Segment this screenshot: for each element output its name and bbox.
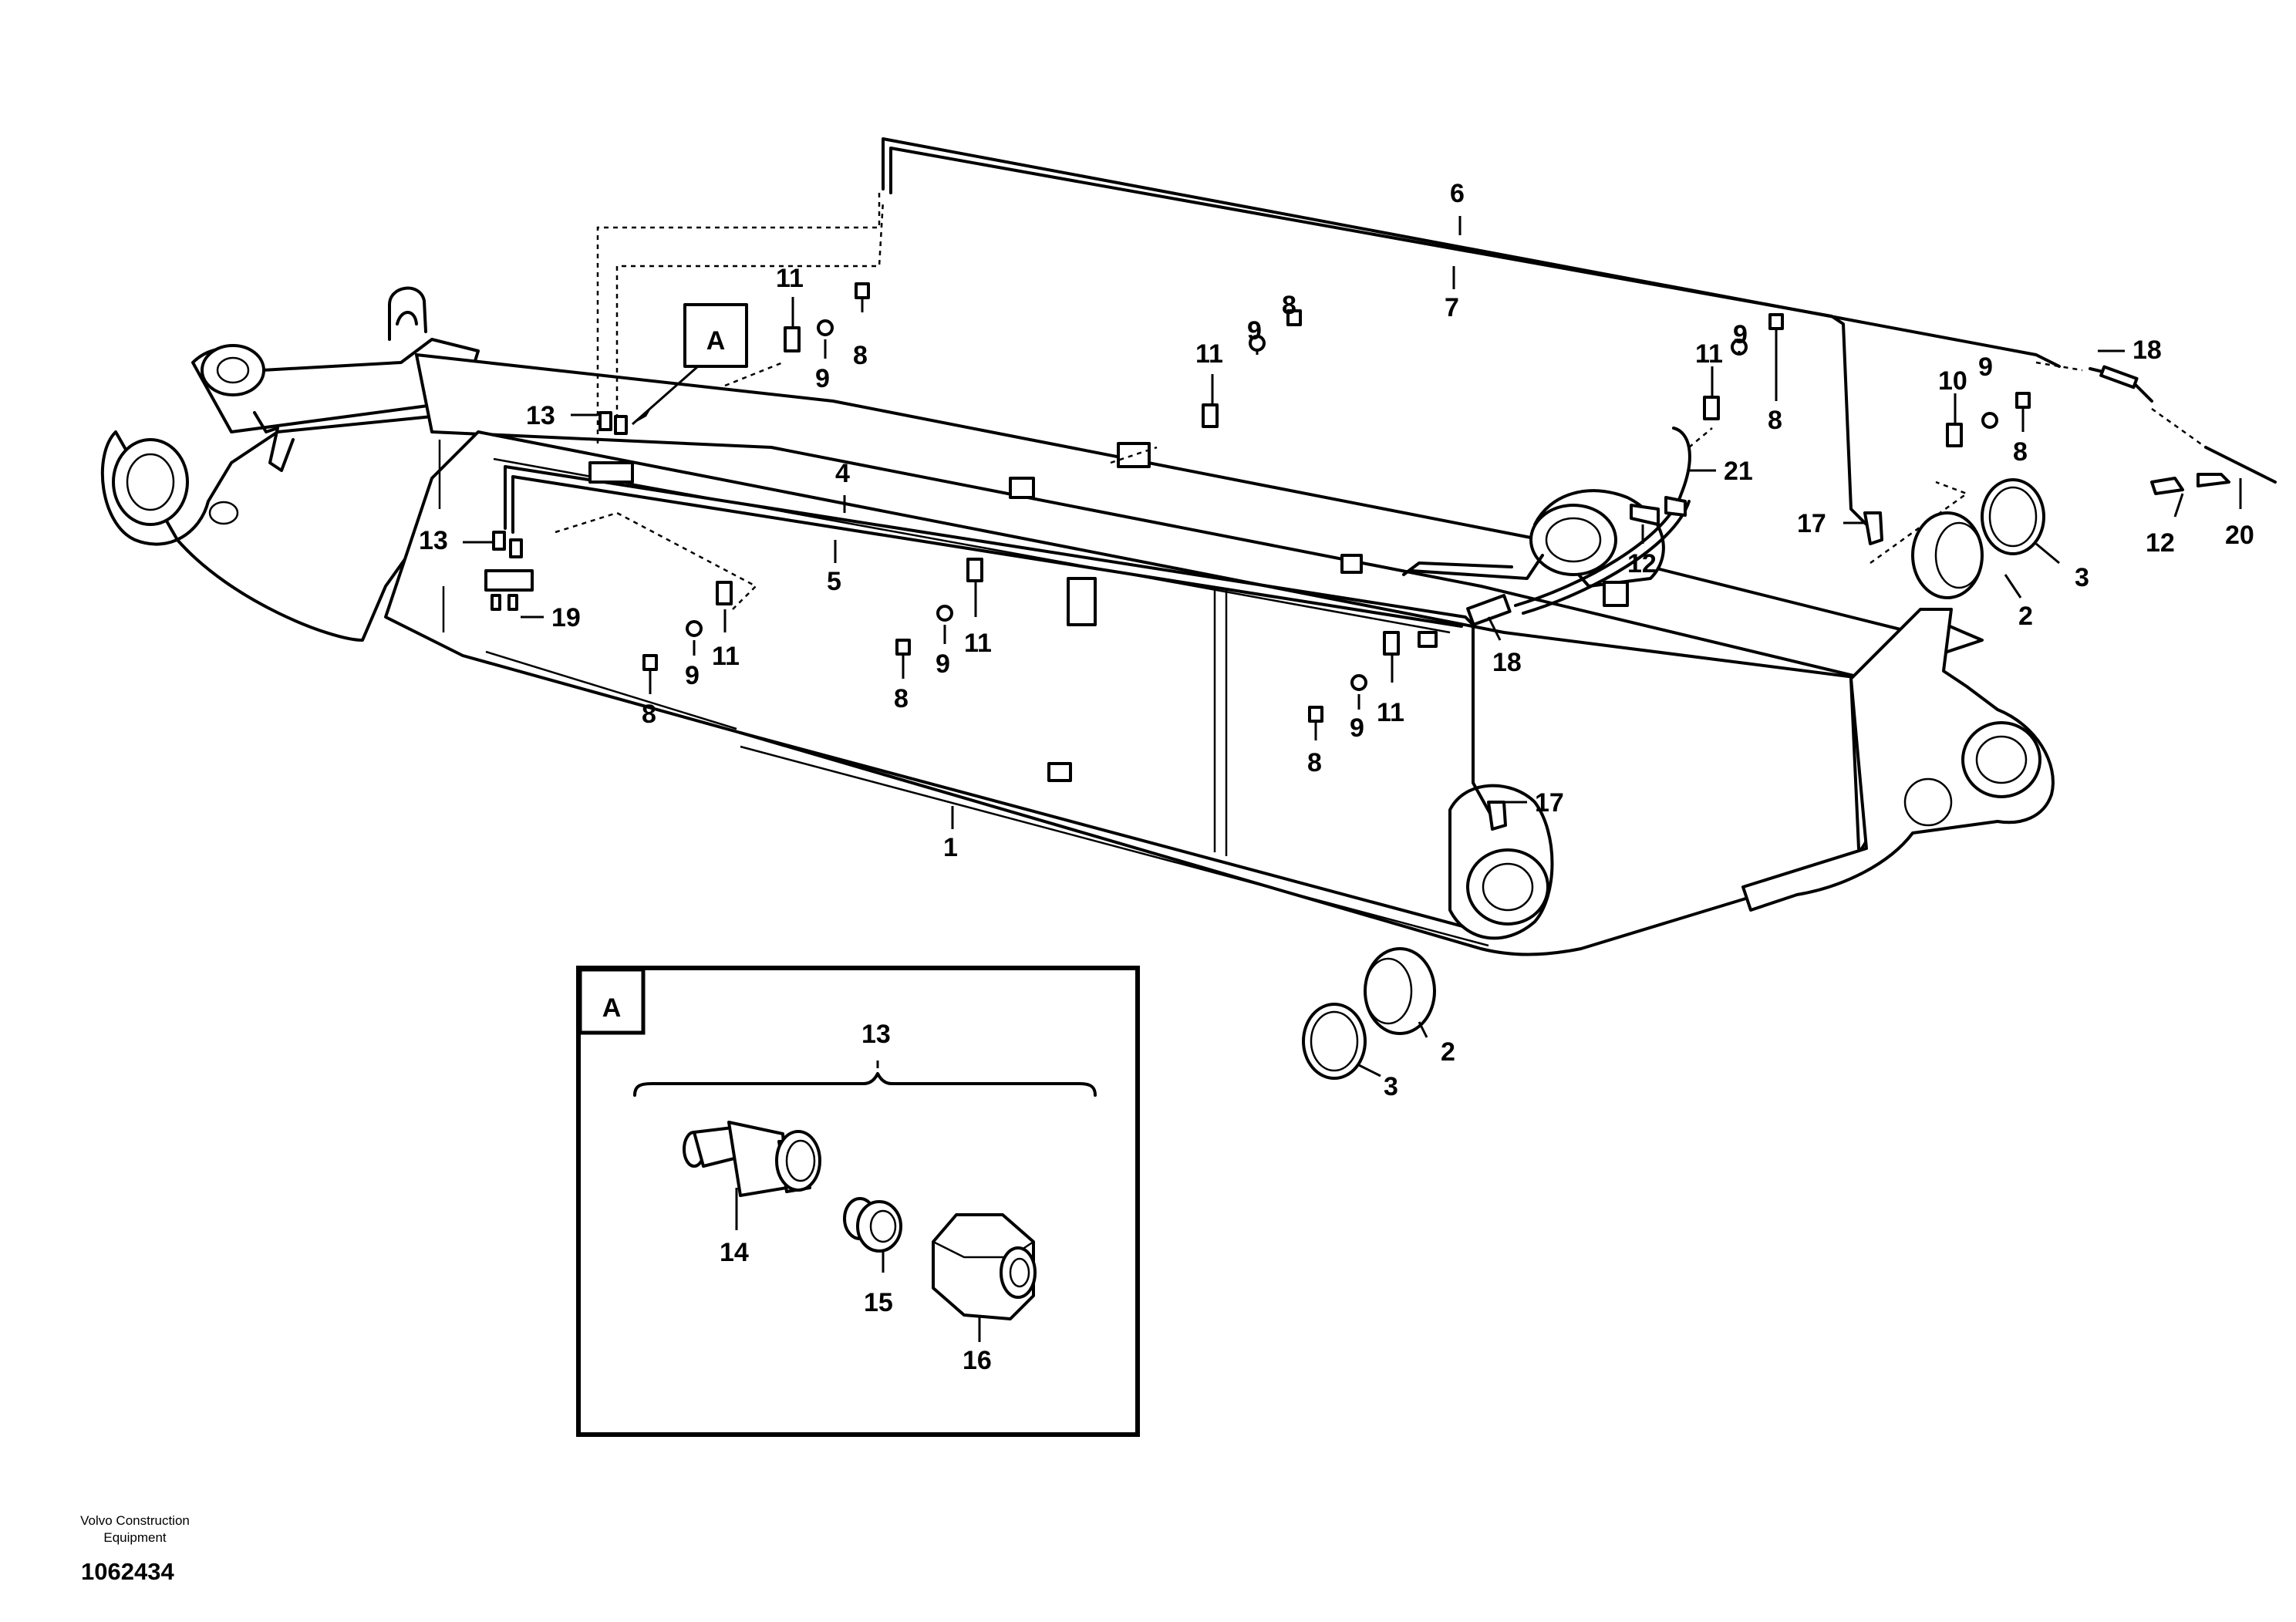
callout-14: 14 bbox=[720, 1238, 749, 1267]
callout-21: 21 bbox=[1724, 457, 1753, 486]
callout-8-c: 8 bbox=[1768, 406, 1782, 435]
boom-body bbox=[100, 286, 2055, 956]
callout-20: 20 bbox=[2225, 521, 2254, 550]
callout-8-d: 8 bbox=[2013, 437, 2028, 467]
callout-9-g: 9 bbox=[1350, 713, 1364, 743]
callout-3-lower: 3 bbox=[1384, 1072, 1398, 1101]
callout-11-e: 11 bbox=[964, 629, 992, 658]
callout-8-g: 8 bbox=[1307, 748, 1322, 777]
part-14-connector bbox=[683, 1121, 821, 1197]
callout-13-a: 13 bbox=[526, 401, 555, 430]
callout-5: 5 bbox=[827, 567, 841, 596]
callout-1: 1 bbox=[943, 833, 958, 862]
pipe-lines-6-7 bbox=[882, 137, 2277, 526]
callout-11-a: 11 bbox=[776, 264, 804, 293]
callout-11-d: 11 bbox=[712, 642, 740, 671]
callout-3-right: 3 bbox=[2075, 563, 2089, 592]
detail-a-flag-letter: A bbox=[706, 326, 726, 356]
callout-9-b: 9 bbox=[1247, 316, 1262, 346]
callout-7: 7 bbox=[1445, 293, 1459, 322]
callout-2-right: 2 bbox=[2018, 602, 2033, 631]
callout-11-c: 11 bbox=[1695, 339, 1723, 369]
callout-11-f: 11 bbox=[1377, 698, 1404, 727]
footer: Volvo Construction Equipment 1062434 bbox=[80, 1513, 190, 1585]
detail-a-flag: A bbox=[632, 303, 748, 426]
callout-11-b: 11 bbox=[1195, 339, 1223, 369]
fittings-13 bbox=[484, 411, 1883, 831]
callout-18-right: 18 bbox=[2132, 336, 2162, 365]
callout-9-f: 9 bbox=[936, 649, 950, 679]
callout-leaders bbox=[463, 216, 2242, 1342]
callout-16: 16 bbox=[963, 1346, 992, 1375]
callout-13-inset: 13 bbox=[861, 1020, 891, 1049]
callout-numbers: 1 2 2 3 3 4 5 6 7 8 8 8 8 8 8 8 9 9 9 9 … bbox=[419, 179, 2254, 1375]
callout-17-a: 17 bbox=[1797, 509, 1826, 538]
pipe-lines-4-5 bbox=[504, 465, 1494, 819]
bushings-and-seals bbox=[1302, 478, 2045, 1080]
callout-9-d: 9 bbox=[1978, 352, 1993, 382]
callout-13-b: 13 bbox=[419, 526, 448, 555]
part-15-cutting-ring bbox=[843, 1197, 902, 1253]
callout-9-c: 9 bbox=[1733, 320, 1748, 349]
callout-12-right: 12 bbox=[2146, 528, 2175, 558]
callout-10: 10 bbox=[1938, 366, 1967, 396]
detail-a-inset-letter: A bbox=[602, 993, 622, 1023]
callout-9-e: 9 bbox=[685, 661, 700, 690]
callout-8-a: 8 bbox=[853, 341, 868, 370]
callout-8-e: 8 bbox=[642, 700, 656, 729]
maker-name-line1: Volvo Construction bbox=[80, 1513, 190, 1528]
callout-17-b: 17 bbox=[1535, 788, 1564, 818]
maker-name-line2: Equipment bbox=[103, 1530, 167, 1545]
hardware-clamps bbox=[642, 282, 2031, 723]
callout-19: 19 bbox=[551, 603, 581, 632]
callout-18-lower: 18 bbox=[1492, 648, 1522, 677]
callout-8-f: 8 bbox=[894, 684, 909, 713]
part-16-nut bbox=[932, 1213, 1037, 1320]
callout-2-lower: 2 bbox=[1441, 1037, 1455, 1067]
callout-12-mid: 12 bbox=[1627, 549, 1657, 578]
document-number: 1062434 bbox=[81, 1558, 174, 1585]
callout-4: 4 bbox=[835, 459, 850, 488]
callout-8-b: 8 bbox=[1282, 291, 1296, 320]
callout-6: 6 bbox=[1450, 179, 1465, 208]
dashed-leaders bbox=[555, 189, 1969, 610]
detail-a-inset: A bbox=[576, 966, 1140, 1437]
callout-15: 15 bbox=[864, 1288, 893, 1317]
callout-9-a: 9 bbox=[815, 364, 830, 393]
